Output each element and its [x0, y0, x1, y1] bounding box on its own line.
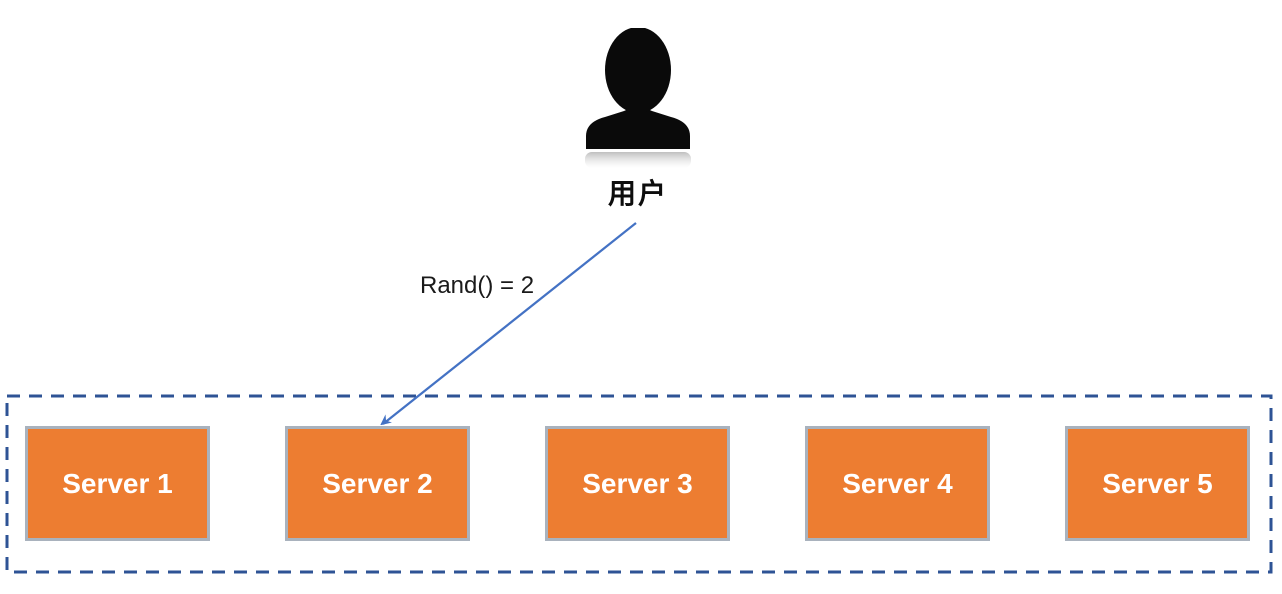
server-box-5: Server 5: [1065, 426, 1250, 541]
request-arrow: [383, 222, 637, 424]
server-box-4: Server 4: [805, 426, 990, 541]
user-label: 用户: [607, 178, 668, 209]
user-node: 用户: [583, 28, 693, 212]
server-box-2: Server 2: [285, 426, 470, 541]
server-row: Server 1 Server 2 Server 3 Server 4 Serv…: [25, 426, 1250, 541]
server-box-3: Server 3: [545, 426, 730, 541]
user-icon-reflection: [585, 152, 691, 168]
user-icon: [585, 28, 691, 168]
server-box-1: Server 1: [25, 426, 210, 541]
arrow-label: Rand() = 2: [420, 272, 535, 299]
